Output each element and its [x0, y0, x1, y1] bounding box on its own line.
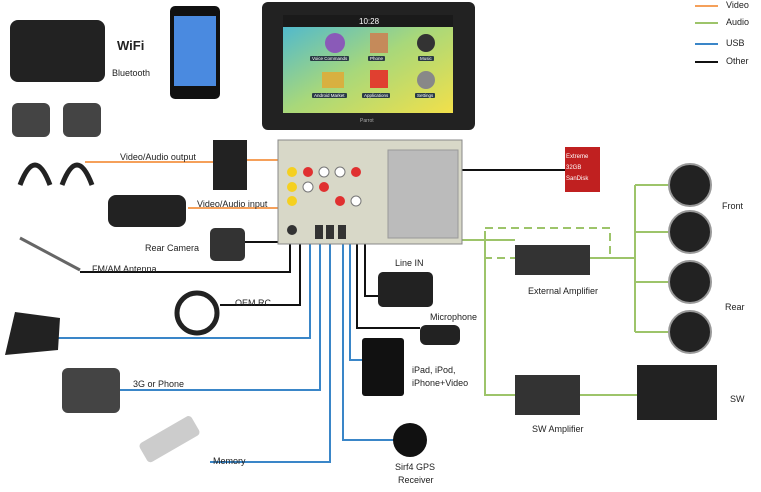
headphones-1	[17, 162, 53, 186]
ipad	[362, 338, 404, 396]
subwoofer-box	[637, 365, 717, 420]
headphones-2	[59, 162, 95, 186]
camcorder	[108, 195, 186, 227]
antenna	[19, 236, 81, 272]
rear-camera	[210, 228, 245, 261]
rear-camera-label: Rear Camera	[145, 243, 200, 253]
phone-label: 3G or Phone	[133, 379, 185, 389]
legend-audio: Audio	[726, 17, 750, 27]
app-music[interactable]: Music	[418, 56, 434, 61]
ipad-label-2: iPhone+Video	[412, 378, 469, 388]
app-phone[interactable]: Phone	[368, 56, 386, 61]
front-speaker-2	[668, 210, 712, 254]
antenna-wire	[80, 242, 291, 273]
mifi-device	[10, 20, 105, 82]
external-amplifier	[515, 245, 590, 275]
front-speaker-1	[668, 163, 712, 207]
gps-wire	[342, 242, 395, 441]
laptop	[5, 312, 60, 355]
microphone-label: Microphone	[430, 312, 478, 322]
legend-other: Other	[726, 56, 749, 66]
gps-label-2: Receiver	[398, 475, 434, 485]
sw-amplifier	[515, 375, 580, 415]
line-in-player	[378, 272, 433, 307]
legend-video: Video	[726, 0, 749, 10]
wifi-logo: WiFi	[117, 38, 145, 53]
usb-modem	[62, 368, 120, 413]
phone-usb-wire	[120, 242, 321, 391]
sw-amplifier-label: SW Amplifier	[532, 424, 584, 434]
antenna-label: FM/AM Antenna	[92, 264, 157, 274]
legend-usb: USB	[726, 38, 745, 48]
sw-label: SW	[730, 394, 745, 404]
memory-label: Memory	[213, 456, 246, 466]
gps-receiver	[393, 423, 427, 457]
video-audio-output-label: Video/Audio output	[120, 152, 196, 162]
laptop-usb-wire	[58, 242, 311, 339]
bluetooth-logo: Bluetooth	[112, 68, 151, 78]
video-output-wire	[85, 159, 278, 163]
rear-label: Rear	[725, 302, 745, 312]
oem-rc-label: OEM RC	[235, 298, 271, 308]
video-audio-input-label: Video/Audio input	[197, 199, 268, 209]
microphone	[420, 325, 460, 345]
app-settings[interactable]: Settings	[415, 93, 436, 98]
rear-speaker-2	[668, 310, 712, 354]
audio-wire	[440, 184, 668, 396]
linein-wire	[364, 242, 378, 297]
clock: 10:28	[359, 17, 380, 26]
sd-card	[565, 147, 600, 192]
app-applications[interactable]: Applications	[362, 93, 391, 98]
ipad-label-1: iPad, iPod,	[412, 365, 456, 375]
ipad-wire	[349, 242, 362, 361]
steering-wheel	[174, 290, 220, 336]
app-android-market[interactable]: Android Market	[312, 93, 347, 98]
gps-label-1: Sirf4 GPS	[395, 462, 436, 472]
headrest-screen-2	[63, 103, 101, 137]
memory-usb-wire	[210, 242, 331, 463]
sd-card-label: Extreme 32GB SanDisk	[566, 154, 589, 182]
headrest-screen-1	[12, 103, 50, 137]
oem-rc-wire	[220, 242, 301, 306]
external-amplifier-label: External Amplifier	[528, 286, 599, 296]
brand-logo: Parrot	[360, 118, 374, 124]
line-in-label: Line IN	[395, 258, 424, 268]
front-label: Front	[722, 201, 744, 211]
usb-key	[139, 416, 200, 463]
app-voice-commands[interactable]: Voice Commands	[310, 56, 350, 61]
mic-wire	[356, 242, 420, 329]
rear-speaker-1	[668, 260, 712, 304]
av-box	[213, 140, 247, 190]
